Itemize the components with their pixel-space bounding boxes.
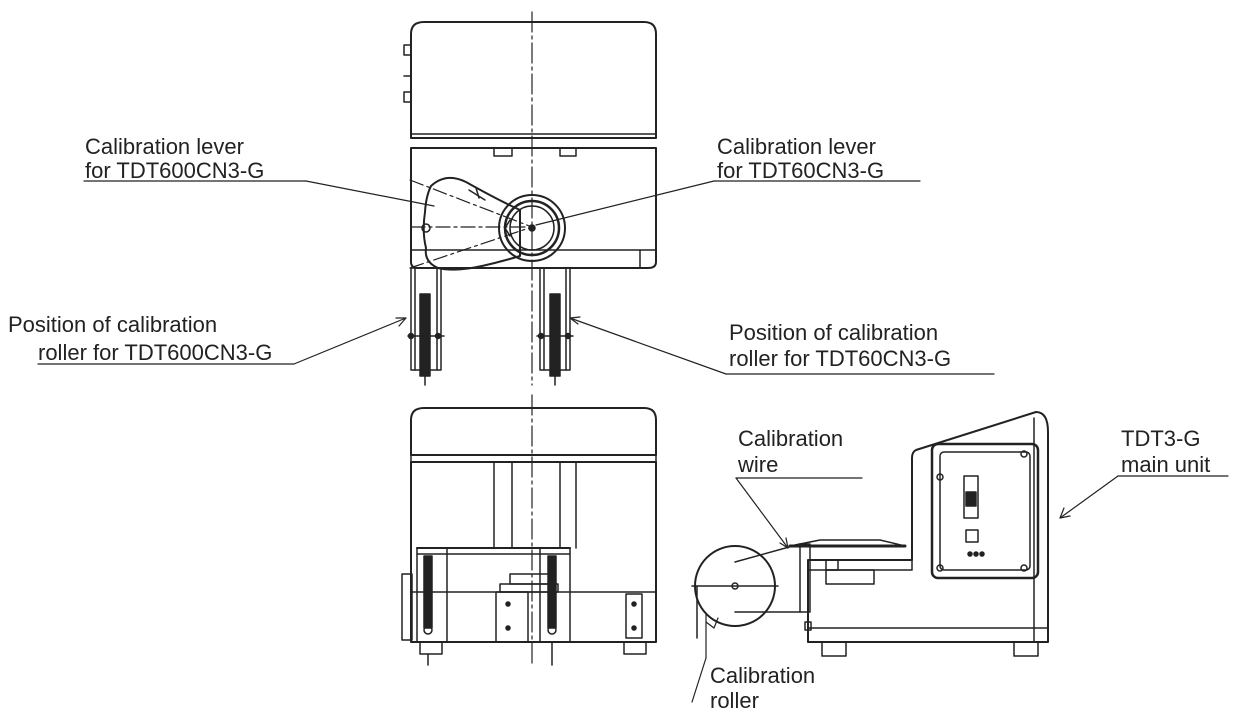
callout-leaders <box>37 180 1229 703</box>
label-lever-60-line2: for TDT60CN3-G <box>717 158 884 183</box>
label-lever-600-line1: Calibration lever <box>85 134 244 159</box>
label-main-unit-line1: TDT3-G <box>1121 426 1200 451</box>
lever-construction-lines <box>409 179 533 269</box>
label-lever-60-line1: Calibration lever <box>717 134 876 159</box>
label-wire-line2: wire <box>737 452 778 477</box>
label-roller-pos-600-line2: roller for TDT600CN3-G <box>38 340 272 365</box>
side-view-main-unit <box>807 411 1049 657</box>
label-roller-line1: Calibration <box>710 663 815 688</box>
label-roller-pos-60-line2: roller for TDT60CN3-G <box>729 346 951 371</box>
label-lever-600-line2: for TDT600CN3-G <box>85 158 264 183</box>
label-roller-line2: roller <box>710 688 759 713</box>
calibration-lever-600 <box>421 176 521 271</box>
labels: Calibration lever for TDT600CN3-G Calibr… <box>8 134 1210 713</box>
front-view-device <box>401 407 657 666</box>
roller-assembly-60 <box>536 267 574 386</box>
side-view-calibration-roller <box>691 543 812 643</box>
side-view-sensor <box>788 539 913 585</box>
label-main-unit-line2: main unit <box>1121 452 1210 477</box>
label-roller-pos-600-line1: Position of calibration <box>8 312 217 337</box>
label-roller-pos-60-line1: Position of calibration <box>729 320 938 345</box>
roller-assembly-600 <box>407 267 445 386</box>
label-wire-line1: Calibration <box>738 426 843 451</box>
